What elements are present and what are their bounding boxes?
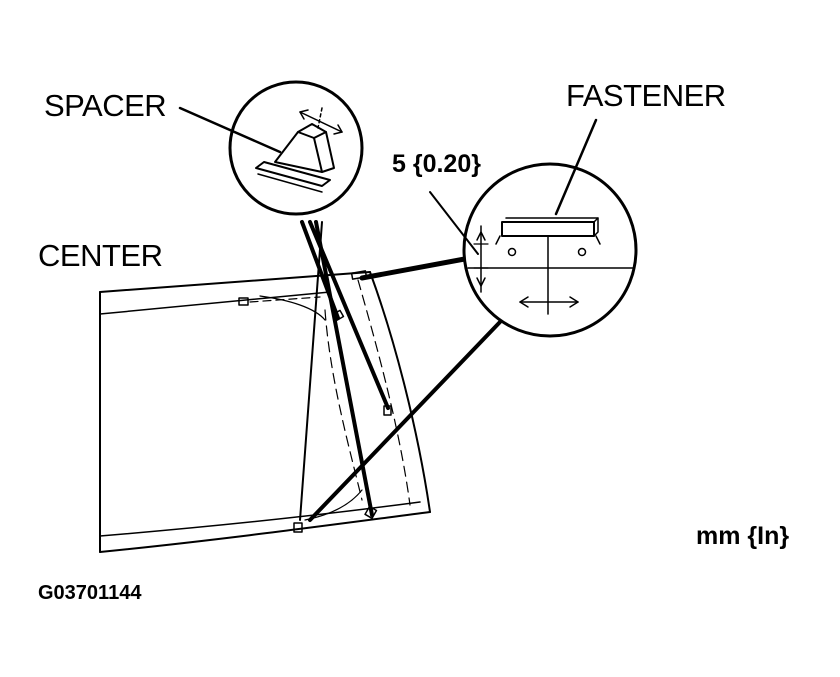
figure-id-label: G03701144 (38, 582, 142, 604)
spacer-leader-lines (299, 220, 390, 521)
units-label: mm {In} (696, 522, 790, 550)
label-leaders (178, 106, 598, 255)
center-label: CENTER (38, 238, 163, 273)
fastener-detail-circle (462, 162, 638, 338)
spacer-detail-circle (228, 80, 364, 216)
windshield-glass (99, 271, 431, 553)
fastener-leader-lines (308, 255, 502, 522)
dimension-label: 5 {0.20} (392, 150, 481, 178)
spacer-label: SPACER (44, 88, 167, 123)
fastener-label: FASTENER (566, 78, 726, 113)
